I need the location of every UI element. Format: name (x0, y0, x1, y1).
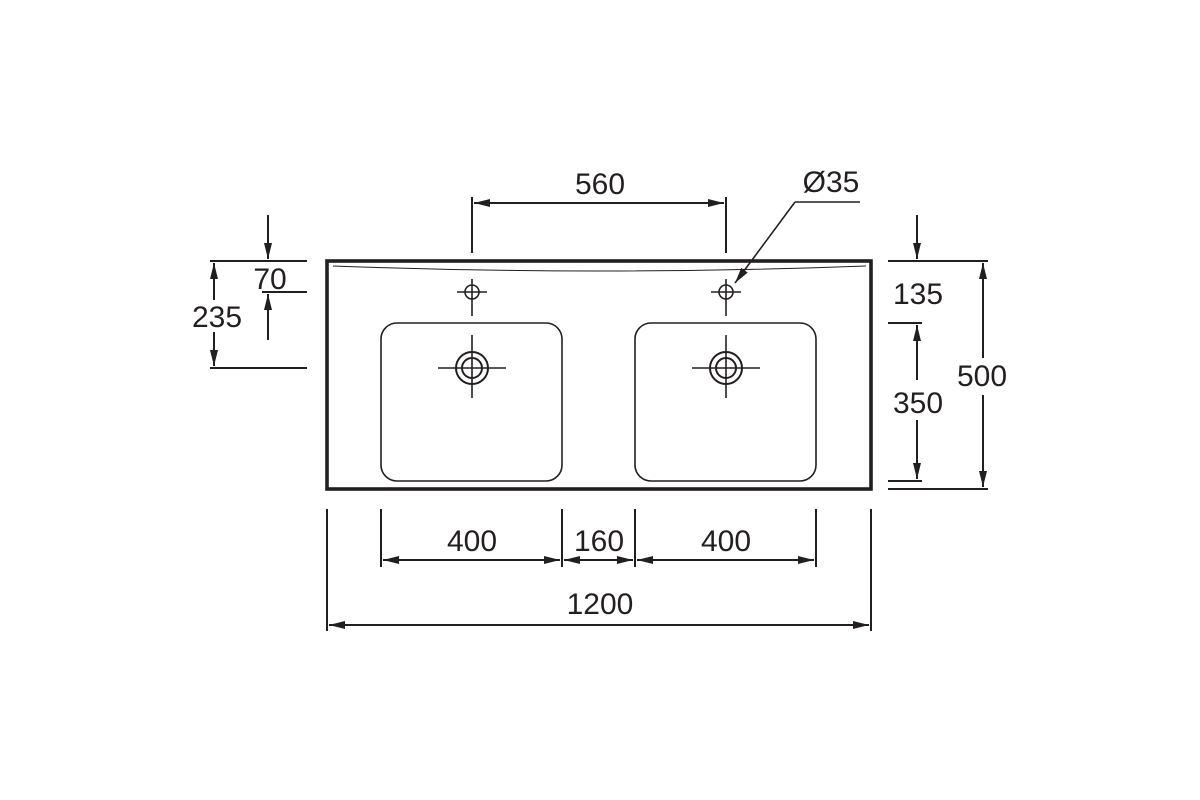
left-tap-hole (457, 279, 487, 316)
tap-spacing-dimension: 560 (471, 168, 727, 253)
right-bowl (634, 322, 817, 482)
tap-offset-label: 70 (253, 263, 286, 296)
right-tap-circle (718, 284, 734, 300)
left-vertical-dimensions: 70 235 (192, 215, 307, 369)
right-drain-outer-ring (709, 351, 743, 385)
drain-offset-label: 235 (192, 301, 242, 334)
left-bowl-width-label: 400 (447, 525, 497, 558)
tap-hole-diameter-callout: Ø35 (734, 166, 860, 284)
total-depth-label: 500 (957, 360, 1007, 393)
left-drain-inner-ring (461, 357, 483, 379)
tap-spacing-label: 560 (575, 168, 625, 201)
tap-hole-diameter-label: Ø35 (803, 166, 860, 199)
bowl-depth-label: 350 (893, 387, 943, 420)
diameter-leader (734, 201, 796, 284)
countertop-edge (325, 259, 873, 491)
right-bowl-outline (634, 322, 817, 482)
bowl-gap-label: 160 (574, 525, 624, 558)
total-width-label: 1200 (567, 588, 634, 621)
right-tap-hole (711, 279, 741, 316)
countertop-front-curve (332, 265, 867, 272)
right-drain-inner-ring (715, 357, 737, 379)
bottom-horizontal-dimensions: 400 160 400 1200 (326, 509, 872, 631)
right-vertical-dimensions: 135 350 500 (888, 215, 1007, 490)
left-bowl-outline (380, 322, 563, 482)
left-drain-outer-ring (455, 351, 489, 385)
countertop-outline (325, 259, 873, 491)
bowl-top-offset-label: 135 (893, 278, 943, 311)
right-bowl-width-label: 400 (701, 525, 751, 558)
left-tap-circle (464, 284, 480, 300)
left-bowl (380, 322, 563, 482)
